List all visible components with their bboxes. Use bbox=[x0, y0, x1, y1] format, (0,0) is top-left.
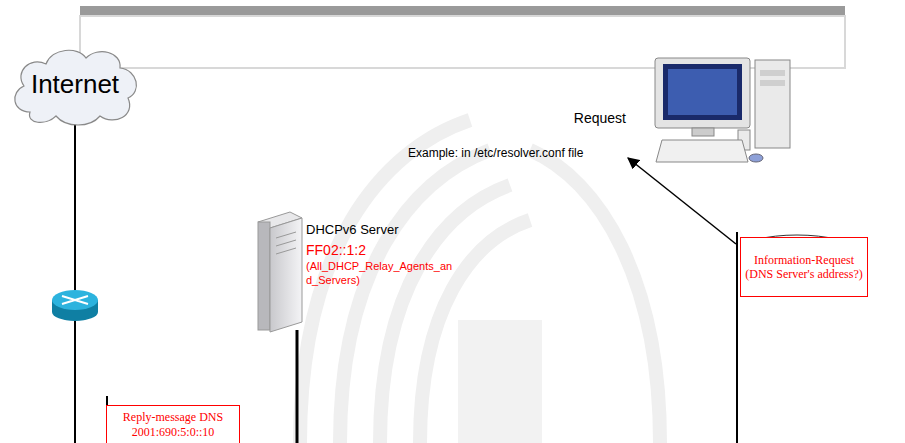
node-text: Reply-message DNS 2001:690:5:0::10 bbox=[114, 410, 232, 439]
message-box: Reply-message DNS 2001:690:5:0::10 bbox=[106, 405, 240, 443]
message-box: Information-Request(DNS Server's address… bbox=[740, 237, 868, 297]
network-wire bbox=[736, 232, 738, 443]
request-arrow bbox=[628, 158, 736, 244]
watermark-band bbox=[458, 320, 542, 443]
title-bar bbox=[80, 6, 845, 16]
cloud-shape: Internet bbox=[8, 42, 142, 128]
network-wire bbox=[74, 124, 76, 443]
watermark bbox=[300, 120, 660, 443]
network-wire bbox=[296, 330, 299, 443]
title-text: Request bbox=[520, 110, 626, 128]
router-icon bbox=[52, 290, 98, 321]
server-icon bbox=[258, 212, 302, 332]
multicast-name: (All_DHCP_Relay_Agents_and_Servers) bbox=[306, 260, 456, 288]
computer-icon bbox=[655, 58, 790, 162]
node-text: Information-Request bbox=[754, 253, 854, 267]
note-text: Example: in /etc/resolver.conf file bbox=[408, 146, 626, 161]
server-name: DHCPv6 Server bbox=[306, 222, 446, 238]
multicast-address: FF02::1:2 bbox=[306, 242, 446, 260]
node-text: Internet bbox=[31, 69, 119, 100]
node-text: (DNS Server's address?) bbox=[745, 267, 862, 281]
